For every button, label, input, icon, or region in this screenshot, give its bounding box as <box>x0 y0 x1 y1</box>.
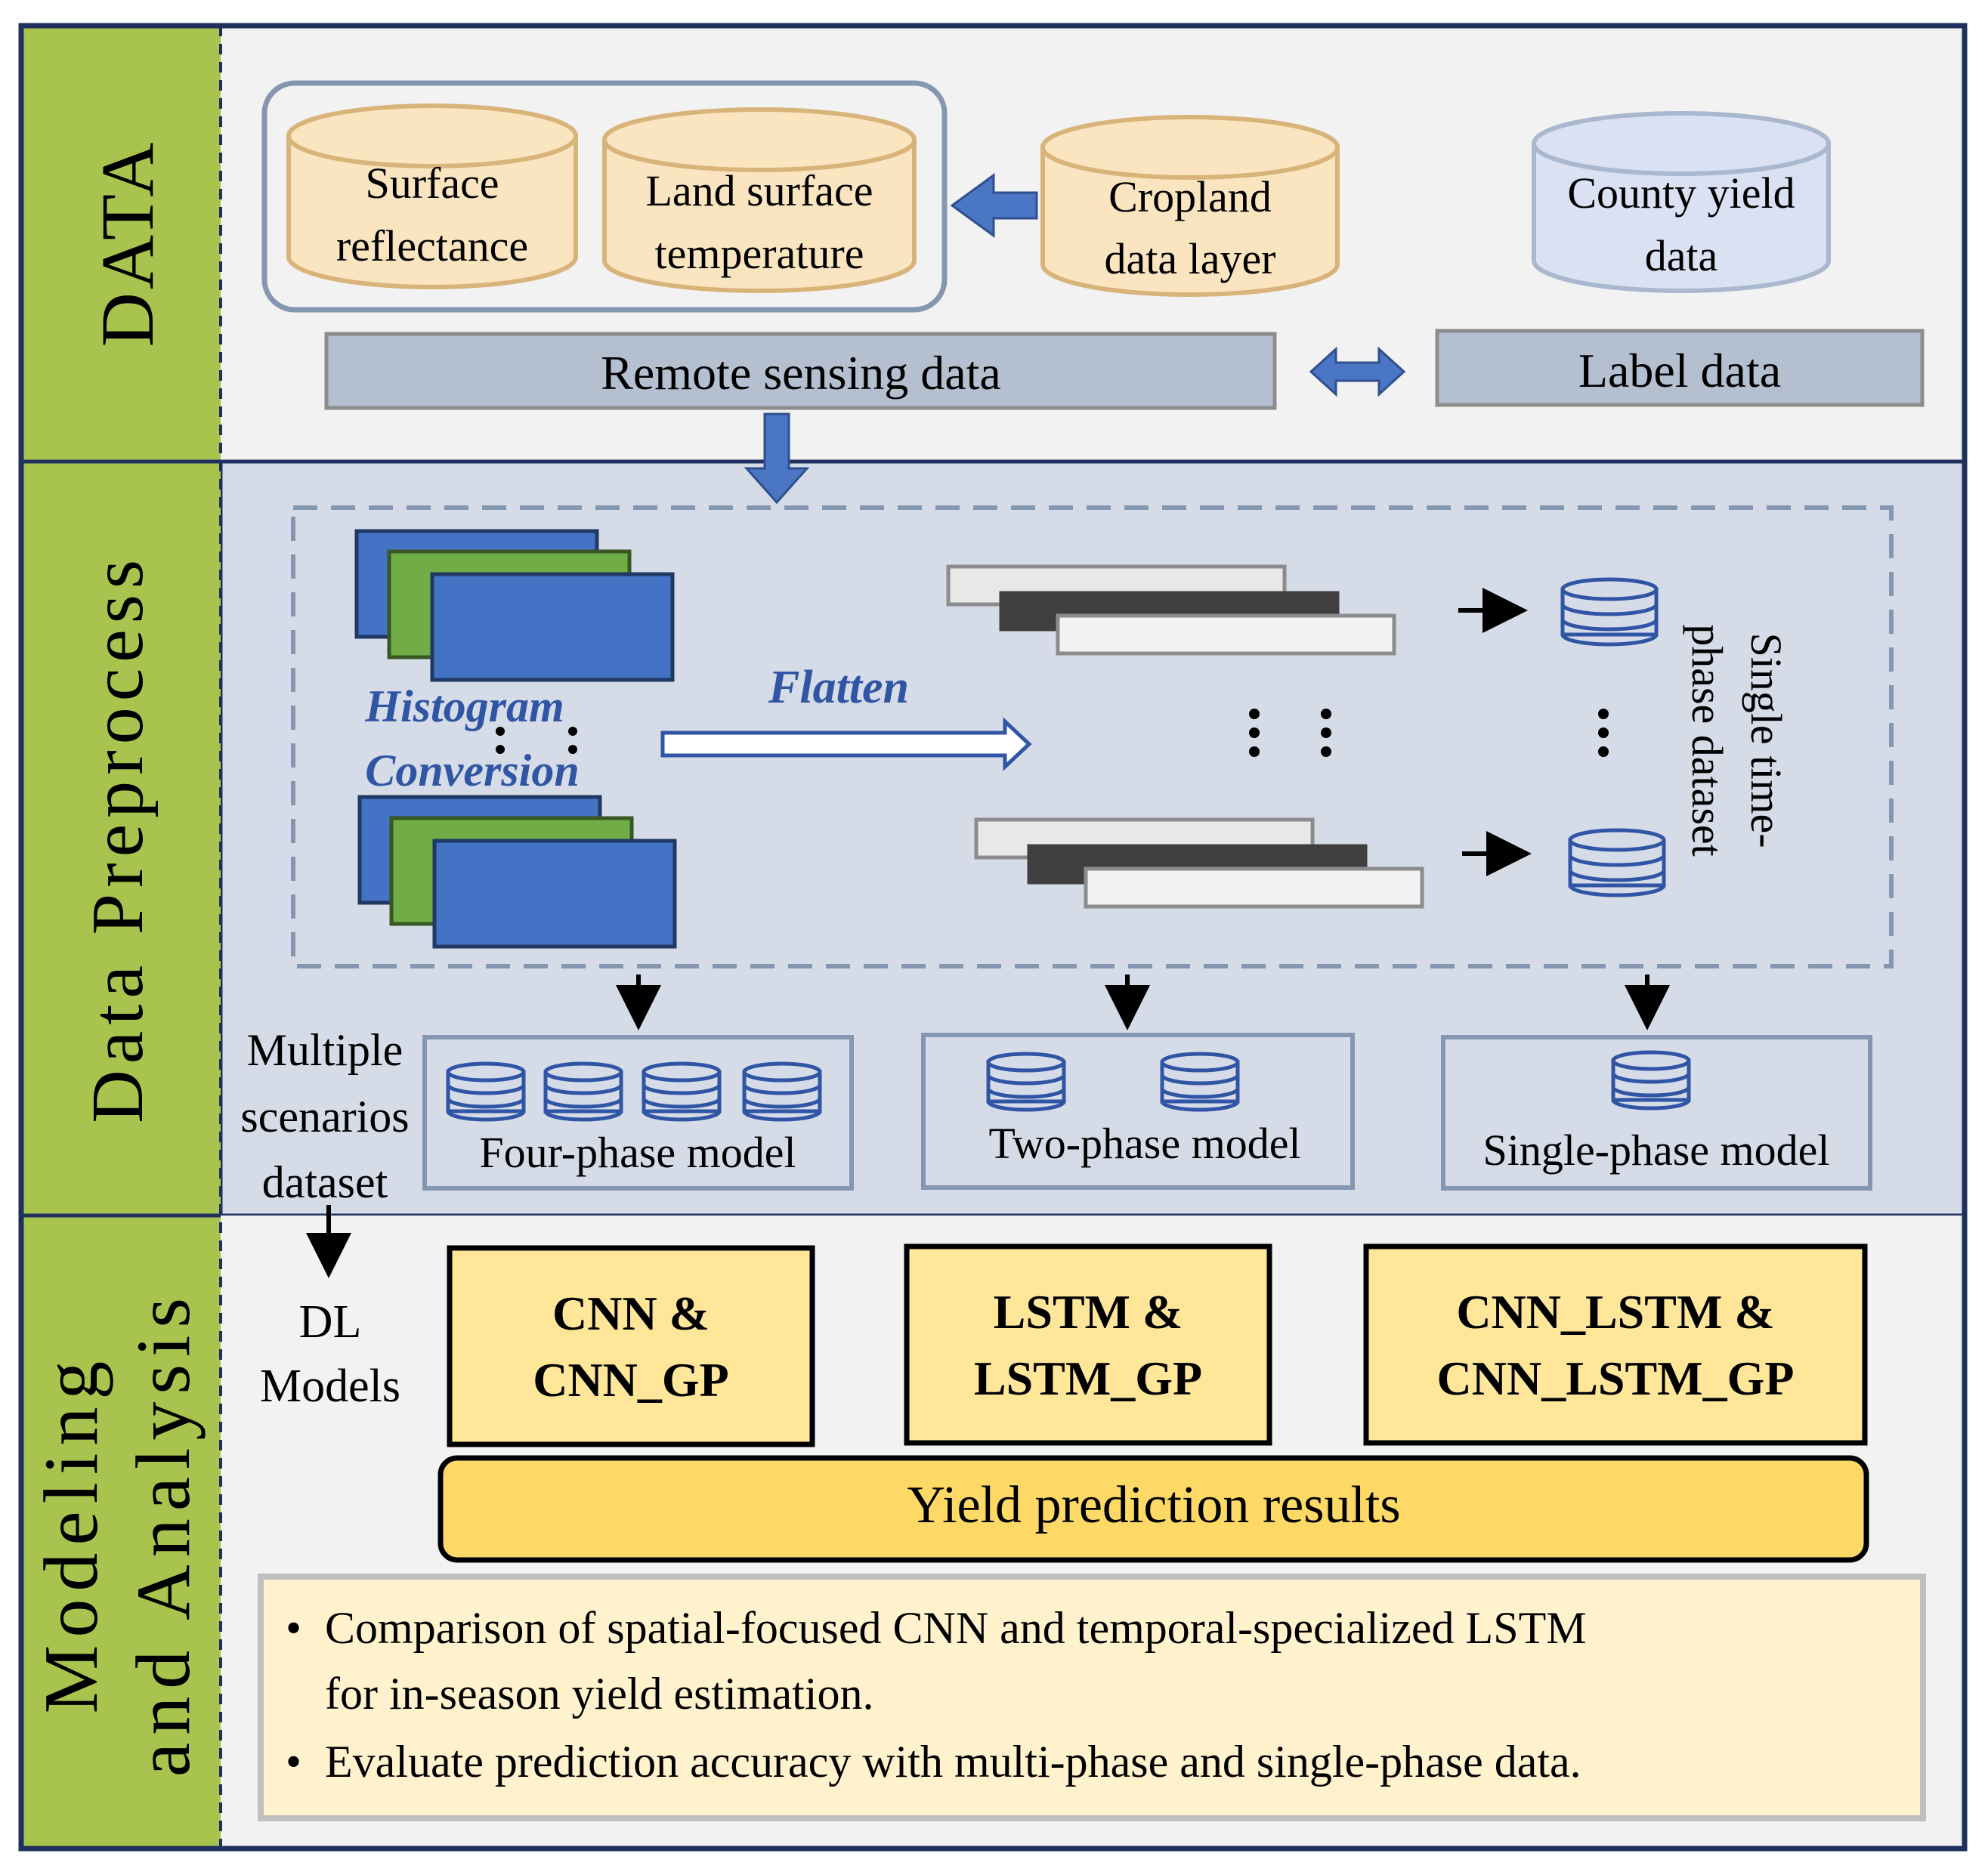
section-label-modeling: Modeling <box>29 1354 114 1714</box>
surface-reflectance-label-2: reflectance <box>336 221 528 270</box>
data-to-preprocess-arrow <box>744 412 810 505</box>
section-band <box>21 26 221 1849</box>
single-time-phase-label-2: phase dataset <box>1683 624 1732 857</box>
histogram-stack-bottom <box>357 795 677 949</box>
yield-prediction-bar <box>437 1455 1869 1563</box>
label-data-bar <box>1435 329 1925 407</box>
model-box-cnn-line-2: CNN_GP <box>533 1353 729 1407</box>
bullet-1-line-1: Comparison of spatial-focused CNN and te… <box>325 1603 1587 1653</box>
dl-models-label-2: Models <box>260 1361 400 1412</box>
histogram-label-2: Conversion <box>365 746 579 795</box>
remote-sensing-bar <box>324 332 1277 410</box>
rs-source-group <box>261 80 948 313</box>
yield-prediction-label: Yield prediction results <box>907 1476 1400 1534</box>
flattened-bars-bottom <box>974 817 1424 909</box>
db-icon <box>543 1061 623 1122</box>
model-box-cnn-lstm-line-1: CNN_LSTM & <box>1456 1285 1774 1339</box>
remote-sensing-label: Remote sensing data <box>601 346 1001 400</box>
db-icon <box>1560 577 1659 647</box>
county-yield-label-1: County yield <box>1567 168 1795 218</box>
land-surface-temperature-cylinder: Land surface temperature <box>602 107 917 293</box>
flattened-bars-top <box>946 564 1396 656</box>
county-yield-cylinder: County yield data <box>1532 111 1831 293</box>
db-icon <box>642 1061 722 1122</box>
dl-models-label-1: DL <box>299 1296 362 1348</box>
findings-box <box>258 1574 1926 1821</box>
model-box-lstm-line-1: LSTM & <box>994 1285 1183 1339</box>
model-box-cnn-line-1: CNN & <box>552 1287 710 1340</box>
db-icon <box>446 1061 526 1122</box>
histogram-stack-top <box>354 529 675 682</box>
two-phase-label: Two-phase model <box>988 1119 1300 1168</box>
bullet-1-line-2: for in-season yield estimation. <box>325 1669 874 1719</box>
bullet-marker: • <box>286 1603 301 1653</box>
bars-ellipsis <box>1249 709 1331 757</box>
land-surface-temperature-label-1: Land surface <box>645 166 873 215</box>
cropland-to-sources-arrow <box>950 173 1038 238</box>
db-icon <box>1568 828 1666 897</box>
model-box-cnn-lstm <box>1363 1243 1868 1446</box>
flatten-arrow <box>660 717 1032 771</box>
multiple-scenarios-label-3: dataset <box>262 1157 388 1207</box>
model-box-lstm-line-2: LSTM_GP <box>974 1351 1202 1405</box>
surface-reflectance-cylinder: Surface reflectance <box>286 103 578 289</box>
db-icon <box>986 1052 1066 1112</box>
model-box-cnn <box>447 1245 815 1447</box>
multiple-scenarios-label-2: scenarios <box>240 1092 409 1141</box>
cropland-label-2: data layer <box>1104 234 1275 283</box>
land-surface-temperature-label-2: temperature <box>655 229 864 278</box>
surface-reflectance-label-1: Surface <box>365 159 499 208</box>
db-ellipsis <box>1598 709 1609 757</box>
county-yield-label-2: data <box>1645 231 1718 280</box>
outer-border <box>18 23 1968 1852</box>
bullet-marker: • <box>286 1737 301 1787</box>
section-label-preprocess: Data Preprocess <box>77 554 159 1123</box>
histogram-ellipsis <box>496 727 577 754</box>
single-time-phase-label-1: Single time- <box>1742 632 1791 848</box>
histogram-label-1: Histogram <box>364 681 564 731</box>
preprocess-dashed-box <box>291 505 1894 968</box>
model-box-cnn-lstm-line-2: CNN_LSTM_GP <box>1437 1351 1795 1405</box>
label-data-label: Label data <box>1578 344 1781 397</box>
bullet-2-line-1: Evaluate prediction accuracy with multi-… <box>325 1737 1581 1787</box>
db-icon <box>742 1061 822 1122</box>
db-icon <box>1611 1050 1691 1110</box>
db-icon <box>1160 1052 1240 1112</box>
cropland-label-1: Cropland <box>1108 172 1272 221</box>
cropland-data-layer-cylinder: Cropland data layer <box>1040 115 1340 297</box>
section-label-analysis: and Analysis <box>121 1290 206 1777</box>
bidirectional-arrow <box>1309 346 1406 397</box>
flatten-label: Flatten <box>768 662 909 713</box>
model-box-lstm <box>904 1243 1272 1446</box>
section-label-data: DATA <box>85 140 169 348</box>
four-phase-label: Four-phase model <box>479 1128 796 1177</box>
single-phase-label: Single-phase model <box>1482 1126 1829 1175</box>
multiple-scenarios-label-1: Multiple <box>247 1025 403 1075</box>
